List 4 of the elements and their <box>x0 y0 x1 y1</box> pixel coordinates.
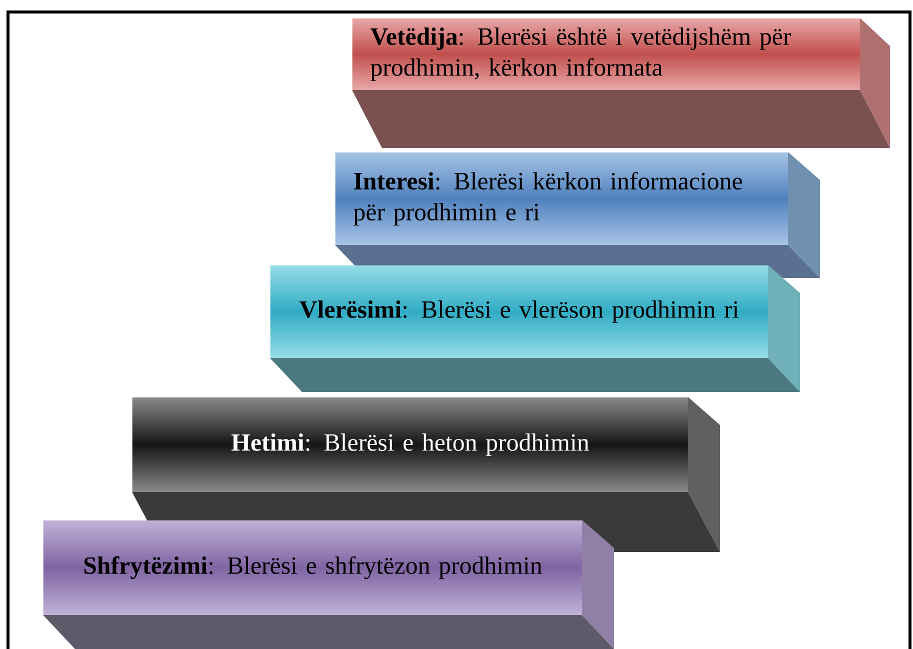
step-block: Vlerësimi: Blerësi e vlerëson prodhimin ri <box>270 265 800 392</box>
step-block: Vetëdija: Blerësi është i vetëdijshëm për prodhimin, kërkon informata <box>352 18 890 148</box>
step-block: Interesi: Blerësi kërkon informacione për prodhimin e ri <box>335 152 820 278</box>
step-block: Shfrytëzimi: Blerësi e shfrytëzon prodhimin <box>43 520 614 649</box>
